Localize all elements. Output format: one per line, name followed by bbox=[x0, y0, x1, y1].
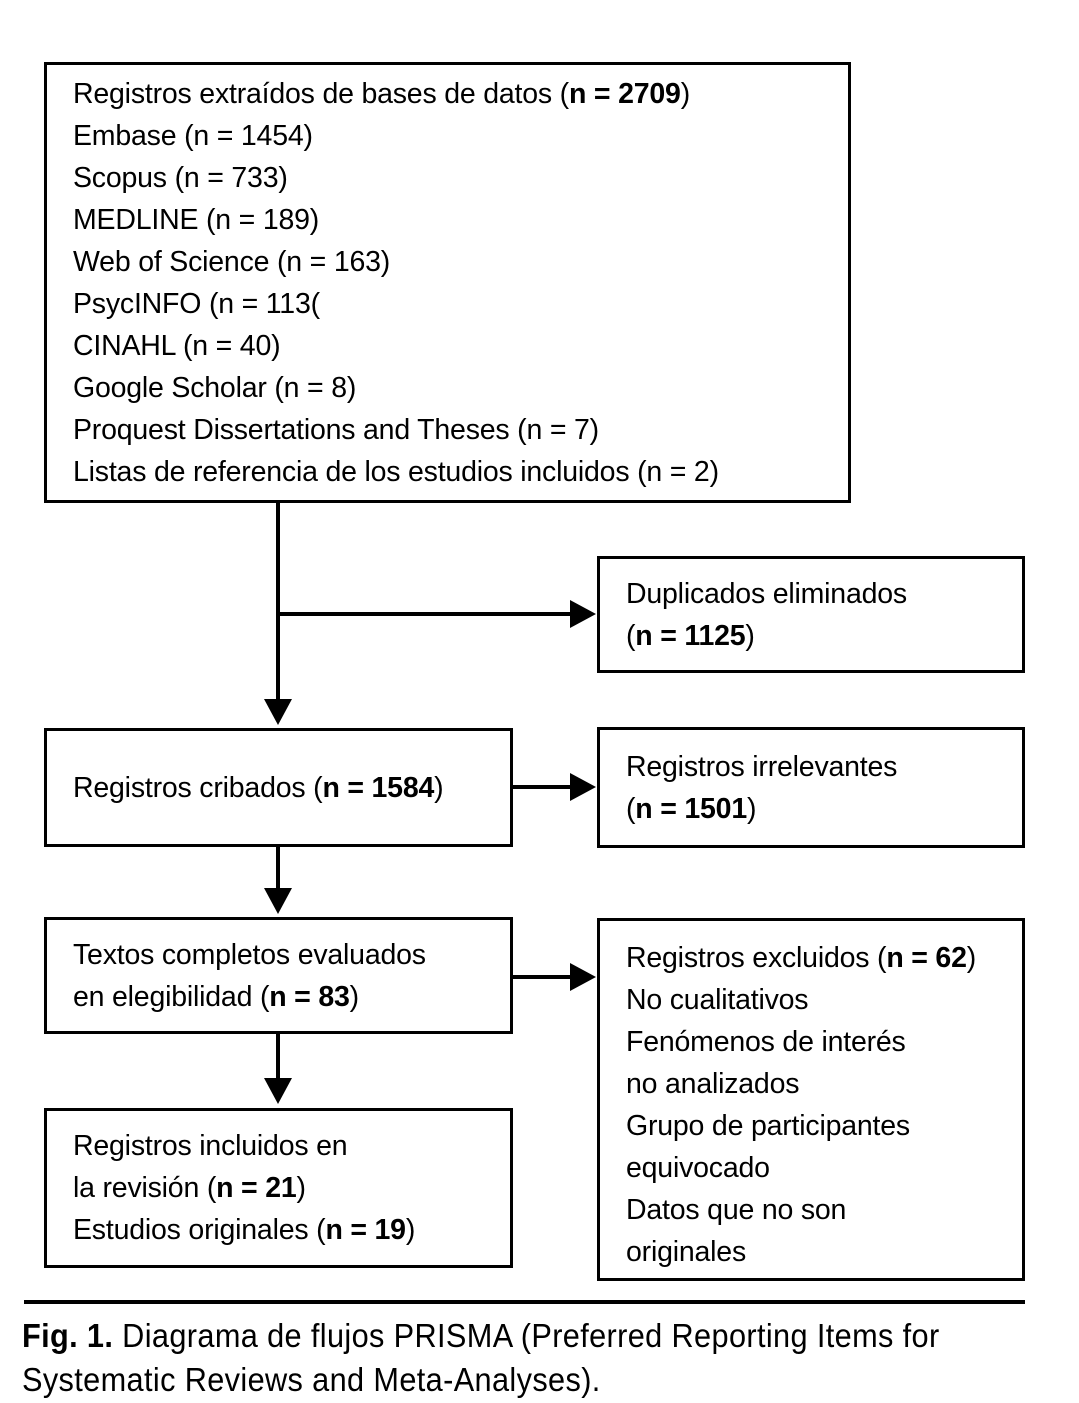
excluded-reason-4-cont: originales bbox=[626, 1236, 746, 1268]
figure-label: Fig. 1. bbox=[22, 1317, 114, 1354]
screened-suffix: ) bbox=[434, 771, 444, 804]
identification-total-count: n = 2709 bbox=[568, 77, 681, 110]
eligibility-prefix: en elegibilidad ( bbox=[73, 980, 270, 1013]
arrow-to-duplicates bbox=[570, 600, 596, 628]
records-included-box: Registros incluidos en la revisión (n = … bbox=[44, 1108, 513, 1268]
excluded-reason-2-cont: no analizados bbox=[626, 1068, 800, 1100]
irrelevant-paren-close: ) bbox=[747, 792, 757, 825]
excluded-title-suffix: ) bbox=[966, 942, 977, 974]
connector-to-duplicates bbox=[276, 612, 572, 616]
irrelevant-label: Registros irrelevantes bbox=[626, 750, 898, 783]
source-item-psycinfo: PsycINFO (n = 113( bbox=[73, 287, 320, 320]
duplicates-paren-open: ( bbox=[626, 619, 636, 652]
connector-eligibility-to-excluded bbox=[513, 975, 572, 979]
connector-eligibility-to-included bbox=[276, 1034, 280, 1082]
arrow-screened-to-irrelevant bbox=[570, 773, 596, 801]
eligibility-line2: en elegibilidad (n = 83) bbox=[47, 976, 510, 1018]
source-item-web-of-science: Web of Science (n = 163) bbox=[73, 245, 391, 278]
excluded-n-value: n = 62 bbox=[886, 942, 967, 974]
arrow-eligibility-to-included bbox=[264, 1078, 292, 1104]
included-line2: la revisión (n = 21) bbox=[47, 1167, 510, 1209]
figure-caption: Fig. 1. Diagrama de flujos PRISMA (Prefe… bbox=[22, 1314, 989, 1402]
excluded-title: Registros excluidos (n = 62) bbox=[600, 937, 1022, 979]
screened-n-value: n = 1584 bbox=[322, 771, 435, 804]
full-text-eligibility-box: Textos completos evaluados en elegibilid… bbox=[44, 917, 513, 1034]
included-n-value: n = 21 bbox=[216, 1172, 297, 1204]
arrow-eligibility-to-excluded bbox=[570, 963, 596, 991]
duplicates-removed-box: Duplicados eliminados (n = 1125) bbox=[597, 556, 1025, 673]
included-sub-suffix: ) bbox=[405, 1214, 416, 1246]
excluded-title-prefix: Registros excluidos ( bbox=[626, 942, 887, 974]
screened-prefix: Registros cribados ( bbox=[73, 771, 323, 804]
source-item-google-scholar: Google Scholar (n = 8) bbox=[73, 371, 357, 404]
included-prefix: la revisión ( bbox=[73, 1172, 217, 1204]
screened-label: Registros cribados (n = 1584) bbox=[47, 767, 510, 809]
source-item-proquest: Proquest Dissertations and Theses (n = 7… bbox=[73, 413, 599, 446]
included-suffix: ) bbox=[296, 1172, 307, 1204]
irrelevant-paren-open: ( bbox=[626, 792, 636, 825]
included-original-studies: Estudios originales (n = 19) bbox=[47, 1209, 510, 1251]
connector-identification-to-screened bbox=[276, 503, 280, 703]
source-item-medline: MEDLINE (n = 189) bbox=[73, 203, 320, 236]
caption-divider bbox=[24, 1300, 1025, 1304]
records-screened-box: Registros cribados (n = 1584) bbox=[44, 728, 513, 847]
duplicates-count: (n = 1125) bbox=[600, 615, 1022, 657]
source-item-reference-lists: Listas de referencia de los estudios inc… bbox=[73, 455, 719, 488]
included-sub-n-value: n = 19 bbox=[325, 1214, 406, 1246]
identification-title-prefix: Registros extraídos de bases de datos ( bbox=[73, 77, 569, 110]
eligibility-n-value: n = 83 bbox=[269, 980, 350, 1013]
identification-box: Registros extraídos de bases de datos (n… bbox=[44, 62, 851, 503]
source-item-scopus: Scopus (n = 733) bbox=[73, 161, 288, 194]
arrow-screened-to-eligibility bbox=[264, 888, 292, 914]
excluded-reason-3-cont: equivocado bbox=[626, 1152, 770, 1184]
records-excluded-box: Registros excluidos (n = 62) No cualitat… bbox=[597, 918, 1025, 1281]
excluded-reason-3: Grupo de participantes bbox=[626, 1110, 910, 1142]
eligibility-suffix: ) bbox=[349, 980, 360, 1013]
connector-screened-to-irrelevant bbox=[513, 785, 572, 789]
duplicates-paren-close: ) bbox=[745, 619, 755, 652]
arrow-identification-to-screened bbox=[264, 699, 292, 725]
excluded-reason-4: Datos que no son bbox=[626, 1194, 847, 1226]
eligibility-line1: Textos completos evaluados bbox=[73, 938, 426, 971]
included-sub-prefix: Estudios originales ( bbox=[73, 1214, 326, 1246]
source-item-cinahl: CINAHL (n = 40) bbox=[73, 329, 281, 362]
excluded-reason-2: Fenómenos de interés bbox=[626, 1026, 906, 1058]
source-item-embase: Embase (n = 1454) bbox=[73, 119, 313, 152]
duplicates-n-value: n = 1125 bbox=[635, 619, 746, 652]
identification-title: Registros extraídos de bases de datos (n… bbox=[47, 73, 848, 115]
irrelevant-records-box: Registros irrelevantes (n = 1501) bbox=[597, 727, 1025, 848]
included-line1: Registros incluidos en bbox=[73, 1130, 348, 1162]
irrelevant-n-value: n = 1501 bbox=[635, 792, 747, 825]
figure-caption-text: Diagrama de flujos PRISMA (Preferred Rep… bbox=[22, 1317, 940, 1398]
excluded-reason-1: No cualitativos bbox=[626, 984, 809, 1016]
duplicates-label: Duplicados eliminados bbox=[626, 577, 907, 610]
connector-screened-to-eligibility bbox=[276, 847, 280, 892]
irrelevant-count: (n = 1501) bbox=[600, 788, 1022, 830]
identification-title-suffix: ) bbox=[680, 77, 691, 110]
